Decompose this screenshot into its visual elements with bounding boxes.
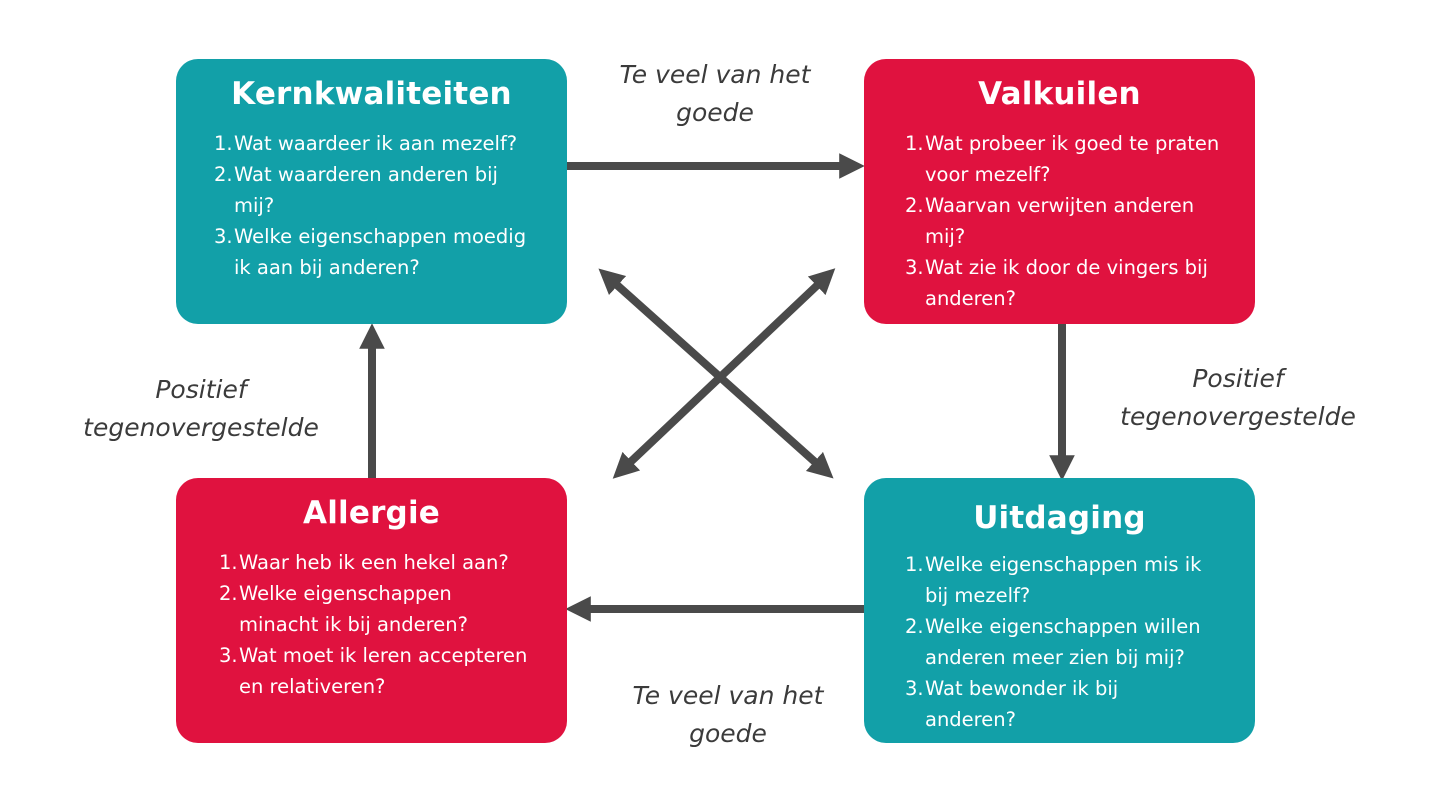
- list-item-text-line: anderen?: [925, 708, 1016, 731]
- list-item-number: 1.: [905, 132, 924, 155]
- list-item: 3.Wat zie ik door de vingers bij anderen?: [905, 252, 1219, 314]
- list-item-text-line: mij?: [234, 194, 275, 217]
- list-item: 2.Welke eigenschappen willen anderen meer…: [905, 611, 1201, 673]
- title-valkuilen: Valkuilen: [978, 76, 1141, 112]
- list-item-text-line: Wat probeer ik goed te praten: [925, 132, 1220, 155]
- list-item-text-line: Wat zie ik door de vingers bij: [925, 256, 1208, 279]
- list-item-text-line: ik aan bij anderen?: [234, 256, 420, 279]
- list-item-number: 3.: [214, 225, 233, 248]
- list-item-number: 2.: [219, 582, 238, 605]
- list-item-number: 3.: [905, 677, 924, 700]
- list-item: 2.Waarvan verwijten anderen mij?: [905, 190, 1219, 252]
- list-item: 3.Welke eigenschappen moedig ik aan bij a…: [214, 221, 526, 283]
- list-item-number: 2.: [905, 194, 924, 217]
- list-item-text-line: anderen meer zien bij mij?: [925, 646, 1185, 669]
- list-item: 3.Wat moet ik leren accepteren en relativ…: [219, 640, 527, 702]
- list-item-text-line: Wat bewonder ik bij: [925, 677, 1119, 700]
- list-kernkwaliteiten: 1.Wat waardeer ik aan mezelf?2.Wat waard…: [214, 128, 526, 283]
- list-item-text-line: bij mezelf?: [925, 584, 1031, 607]
- list-item-number: 1.: [214, 132, 233, 155]
- list-item-text-line: Wat waarderen anderen bij: [234, 163, 498, 186]
- title-uitdaging: Uitdaging: [973, 500, 1146, 536]
- label-top-te-veel-van-het-goede: Te veel van het goede: [590, 56, 840, 132]
- list-item: 1.Welke eigenschappen mis ik bij mezelf?: [905, 549, 1201, 611]
- list-item-text-line: voor mezelf?: [925, 163, 1051, 186]
- label-bottom-te-veel-van-het-goede: Te veel van het goede: [603, 677, 853, 753]
- list-item-number: 2.: [905, 615, 924, 638]
- list-item: 1.Wat waardeer ik aan mezelf?: [214, 128, 526, 159]
- list-item: 2.Welke eigenschappen minacht ik bij ande…: [219, 578, 527, 640]
- list-item-text-line: Waarvan verwijten anderen: [925, 194, 1195, 217]
- list-item: 3. Wat bewonder ik bij anderen?: [905, 673, 1201, 735]
- label-right-line-1: Positief: [1192, 364, 1284, 393]
- list-item-text-line: Welke eigenschappen moedig: [234, 225, 527, 248]
- list-allergie: 1.Waar heb ik een hekel aan?2.Welke eige…: [219, 547, 527, 702]
- label-left-positief-tegenovergestelde: Positief tegenovergestelde: [76, 371, 326, 447]
- box-allergie: Allergie 1.Waar heb ik een hekel aan?2.W…: [176, 478, 567, 743]
- list-item: 2.Wat waarderen anderen bij mij?: [214, 159, 526, 221]
- label-top-line-2: goede: [676, 98, 754, 127]
- box-valkuilen: Valkuilen 1.Wat probeer ik goed te prate…: [864, 59, 1255, 324]
- label-bottom-line-1: Te veel van het: [632, 681, 824, 710]
- list-item-number: 3.: [905, 256, 924, 279]
- label-left-line-1: Positief: [155, 375, 247, 404]
- label-left-line-2: tegenovergestelde: [83, 413, 319, 442]
- title-kernkwaliteiten: Kernkwaliteiten: [231, 76, 512, 112]
- list-item-text-line: Waar heb ik een hekel aan?: [239, 551, 509, 574]
- list-item-text-line: anderen?: [925, 287, 1016, 310]
- box-kernkwaliteiten: Kernkwaliteiten 1.Wat waardeer ik aan me…: [176, 59, 567, 324]
- list-item-number: 3.: [219, 644, 238, 667]
- arrow-diagonal-valkuilen-allergie: [612, 268, 836, 479]
- label-right-positief-tegenovergestelde: Positief tegenovergestelde: [1113, 360, 1363, 436]
- list-item-text-line: Welke eigenschappen willen: [925, 615, 1201, 638]
- list-item-text-line: Wat moet ik leren accepteren: [239, 644, 528, 667]
- list-item-number: 2.: [214, 163, 233, 186]
- list-item: 1.Waar heb ik een hekel aan?: [219, 547, 527, 578]
- list-item-text-line: minacht ik bij anderen?: [239, 613, 468, 636]
- list-item-number: 1.: [219, 551, 238, 574]
- list-valkuilen: 1.Wat probeer ik goed te praten voor meze…: [905, 128, 1219, 314]
- list-item: 1.Wat probeer ik goed te praten voor meze…: [905, 128, 1219, 190]
- box-uitdaging: Uitdaging 1.Welke eigenschappen mis ik bi…: [864, 478, 1255, 743]
- list-item-text-line: Welke eigenschappen: [239, 582, 452, 605]
- label-right-line-2: tegenovergestelde: [1120, 402, 1356, 431]
- title-allergie: Allergie: [303, 495, 440, 531]
- label-bottom-line-2: goede: [689, 719, 767, 748]
- list-item-text-line: mij?: [925, 225, 966, 248]
- label-top-line-1: Te veel van het: [619, 60, 811, 89]
- list-item-text-line: Wat waardeer ik aan mezelf?: [234, 132, 518, 155]
- list-item-text-line: en relativeren?: [239, 675, 386, 698]
- list-item-text-line: Welke eigenschappen mis ik: [925, 553, 1202, 576]
- list-item-number: 1.: [905, 553, 924, 576]
